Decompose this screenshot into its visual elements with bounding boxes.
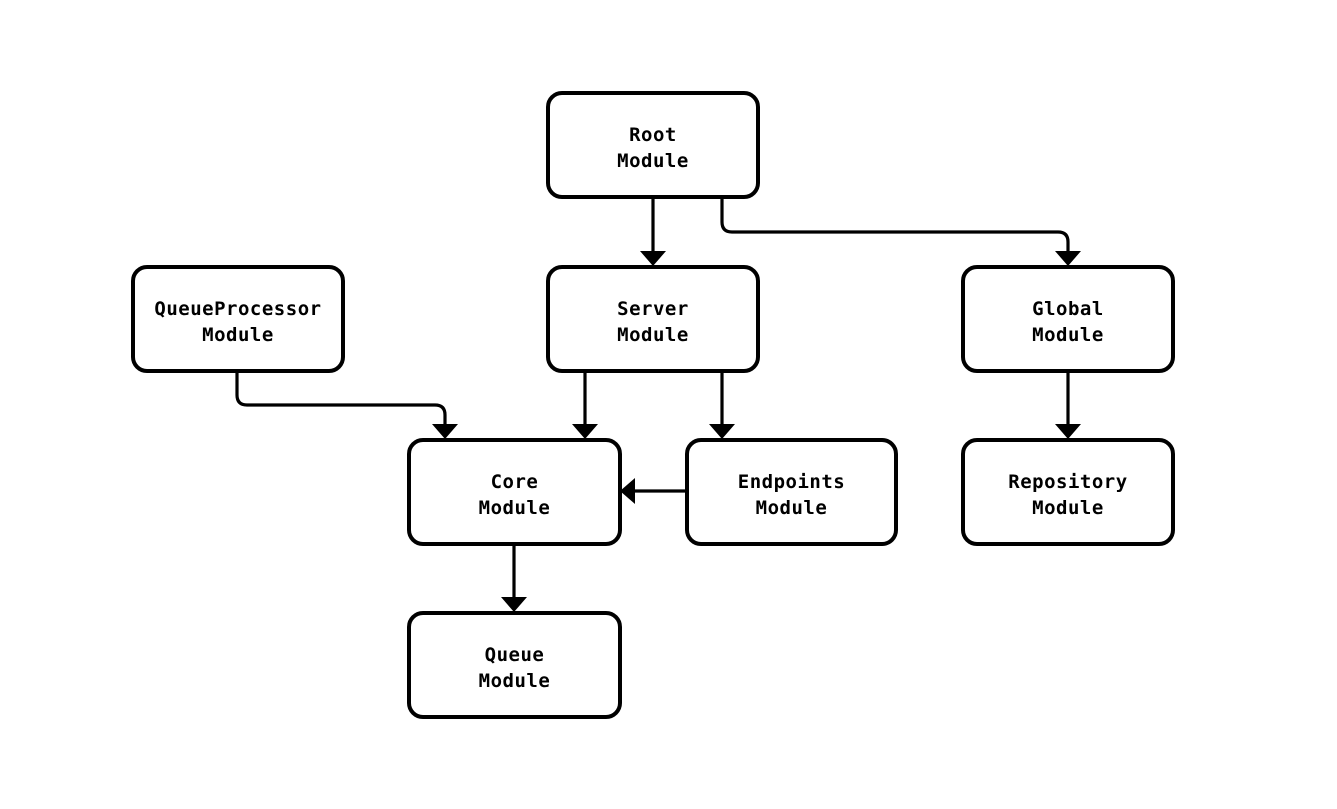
node-label-line1: Core — [491, 471, 539, 493]
node-label-line2: Module — [617, 150, 689, 172]
edge-root-to-server — [640, 197, 666, 266]
arrow-head-icon — [501, 597, 527, 612]
node-label-line2: Module — [617, 324, 689, 346]
node-label-line1: Root — [629, 124, 677, 146]
node-label-line2: Module — [1032, 324, 1104, 346]
arrow-head-icon — [709, 424, 735, 439]
node-label-line1: QueueProcessor — [154, 298, 321, 320]
arrow-head-icon — [620, 478, 635, 504]
node-label-line1: Repository — [1008, 471, 1127, 493]
node-label-line1: Queue — [485, 644, 545, 666]
node-label-line2: Module — [202, 324, 274, 346]
node-box[interactable] — [685, 438, 898, 546]
arrow-head-icon — [432, 424, 458, 439]
node-box[interactable] — [407, 611, 622, 719]
node-box[interactable] — [961, 438, 1175, 546]
node-label-line2: Module — [1032, 497, 1104, 519]
edges-layer — [235, 197, 1081, 612]
node-label-line2: Module — [479, 670, 551, 692]
edge-server-to-endpoints — [709, 371, 735, 439]
arrow-head-icon — [572, 424, 598, 439]
edge-core-to-queue — [501, 544, 527, 612]
node-label-line1: Endpoints — [738, 471, 845, 493]
edge-line — [235, 371, 447, 428]
arrow-head-icon — [1055, 251, 1081, 266]
arrow-head-icon — [1055, 424, 1081, 439]
node-box[interactable] — [407, 438, 622, 546]
node-label-line1: Global — [1032, 298, 1104, 320]
edge-queueprocessor-to-core — [235, 371, 458, 439]
edge-root-to-global — [720, 197, 1081, 266]
edge-line — [720, 197, 1070, 255]
node-box[interactable] — [546, 91, 760, 199]
node-box[interactable] — [546, 265, 760, 373]
node-label-line2: Module — [756, 497, 828, 519]
edge-endpoints-to-core — [620, 478, 687, 504]
nodes-layer: RootModuleQueueProcessorModuleServerModu… — [131, 91, 1175, 719]
arrow-head-icon — [640, 251, 666, 266]
node-label-line1: Server — [617, 298, 689, 320]
node-box[interactable] — [131, 265, 345, 373]
edge-server-to-core — [572, 371, 598, 439]
node-label-line2: Module — [479, 497, 551, 519]
edge-global-to-repository — [1055, 371, 1081, 439]
node-box[interactable] — [961, 265, 1175, 373]
